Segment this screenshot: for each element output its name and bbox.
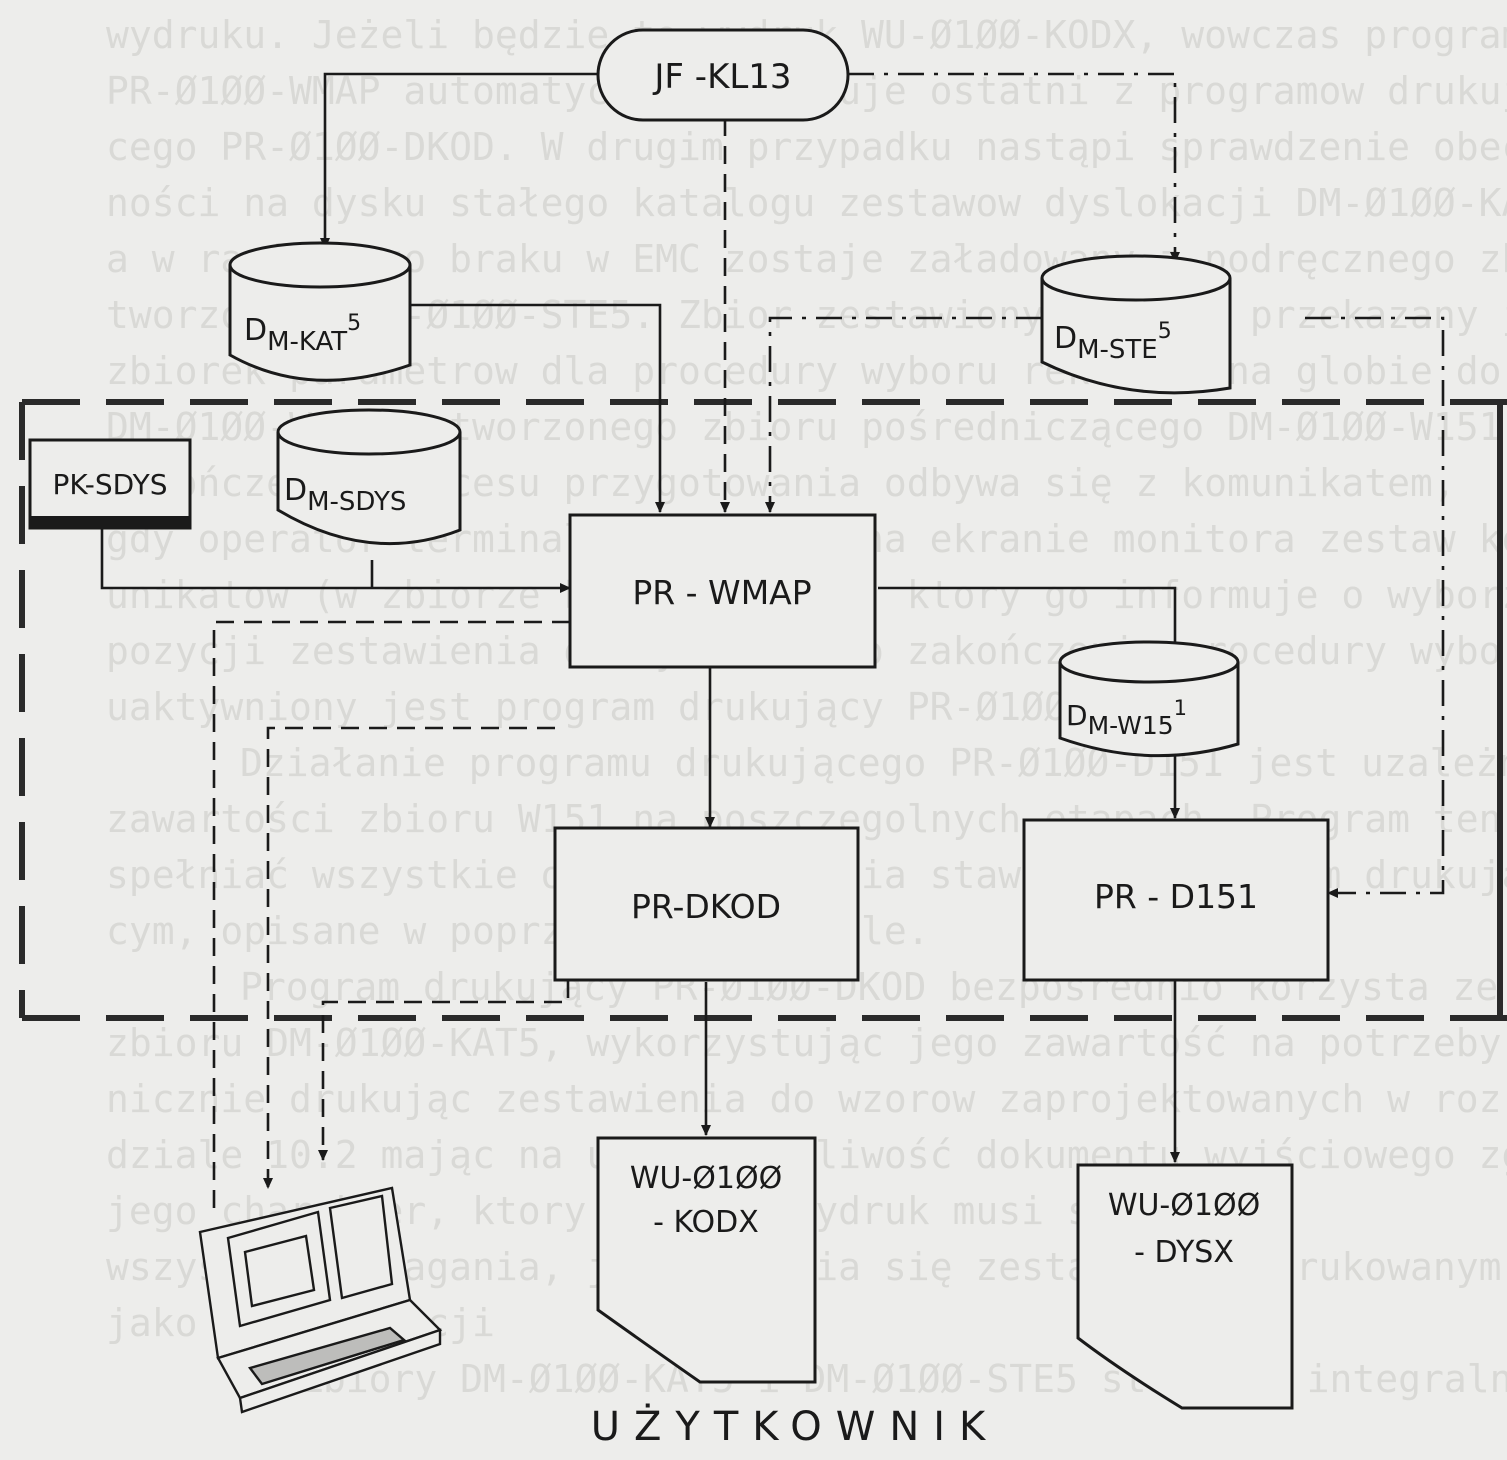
node-pk-sdys-label: PK-SDYS [52,468,167,501]
background-text-line: zbioru DM-Ø1ØØ-KAT5, wykorzystując jego … [106,1021,1507,1065]
diagram-caption: UŻYTKOWNIK [591,1402,1000,1450]
node-jf-kl13-label: JF -KL13 [652,57,791,97]
node-pr-wmap: PR - WMAP [568,513,877,669]
node-pr-dkod-label: PR-DKOD [631,887,781,926]
system-boundary [19,399,1507,1021]
computer-terminal-icon [198,1186,443,1414]
background-text-line: Zbiory DM-Ø1ØØ-KAT5 i DM-Ø1ØØ-STE5 stano… [300,1357,1507,1401]
node-pr-dkod: PR-DKOD [553,826,860,982]
node-pr-d151: PR - D151 [1022,818,1330,982]
node-wu-kodx-line2: - KODX [653,1205,759,1240]
node-dm-sdys: DM-SDYS [276,408,462,546]
node-wu-dysx: WU-Ø1ØØ - DYSX [1076,1163,1294,1410]
node-pk-sdys: PK-SDYS [28,438,192,530]
node-pr-d151-label: PR - D151 [1094,877,1258,916]
node-dm-w151-label: DM-W151 [1066,696,1187,740]
node-dm-kat5: DM-KAT5 [228,241,412,382]
node-pr-wmap-label: PR - WMAP [632,573,811,612]
node-dm-ste5: DM-STE5 [1040,254,1232,395]
node-dm-ste5-label: DM-STE5 [1054,319,1172,365]
node-wu-kodx: WU-Ø1ØØ - KODX [596,1136,817,1384]
flow-lines [100,72,1445,1215]
node-jf-kl13: JF -KL13 [596,28,850,122]
node-dm-kat5-label: DM-KAT5 [244,311,361,357]
background-text-line: ności na dysku stałego katalogu zestawow… [106,181,1507,225]
background-text-line: uaktywniony jest program drukujący PR-Ø1… [106,685,1204,729]
background-text-line: Działanie programu drukującego PR-Ø1ØØ-D… [240,741,1507,785]
node-wu-kodx-line1: WU-Ø1ØØ [630,1161,782,1196]
node-wu-dysx-line1: WU-Ø1ØØ [1108,1188,1260,1223]
node-dm-sdys-label: DM-SDYS [284,473,406,517]
background-text-line: nicznie drukując zestawienia do wzorow z… [106,1077,1507,1121]
node-dm-w151: DM-W151 [1058,640,1240,758]
node-wu-dysx-line2: - DYSX [1134,1235,1234,1270]
background-text-line: cego PR-Ø1ØØ-DKOD. W drugim przypadku na… [106,125,1507,169]
